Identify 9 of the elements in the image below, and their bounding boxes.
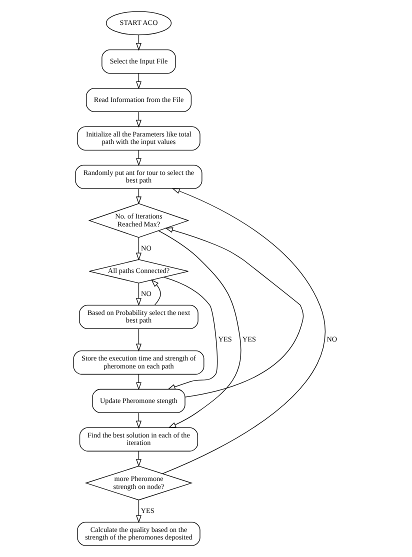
arrow [164,227,304,398]
arrow [162,276,218,390]
arrow [136,282,141,306]
arrow [158,230,241,428]
arrow [136,328,141,352]
arrow [150,279,160,306]
arrow [136,500,141,524]
arrow [136,237,141,261]
arrow [162,188,325,474]
